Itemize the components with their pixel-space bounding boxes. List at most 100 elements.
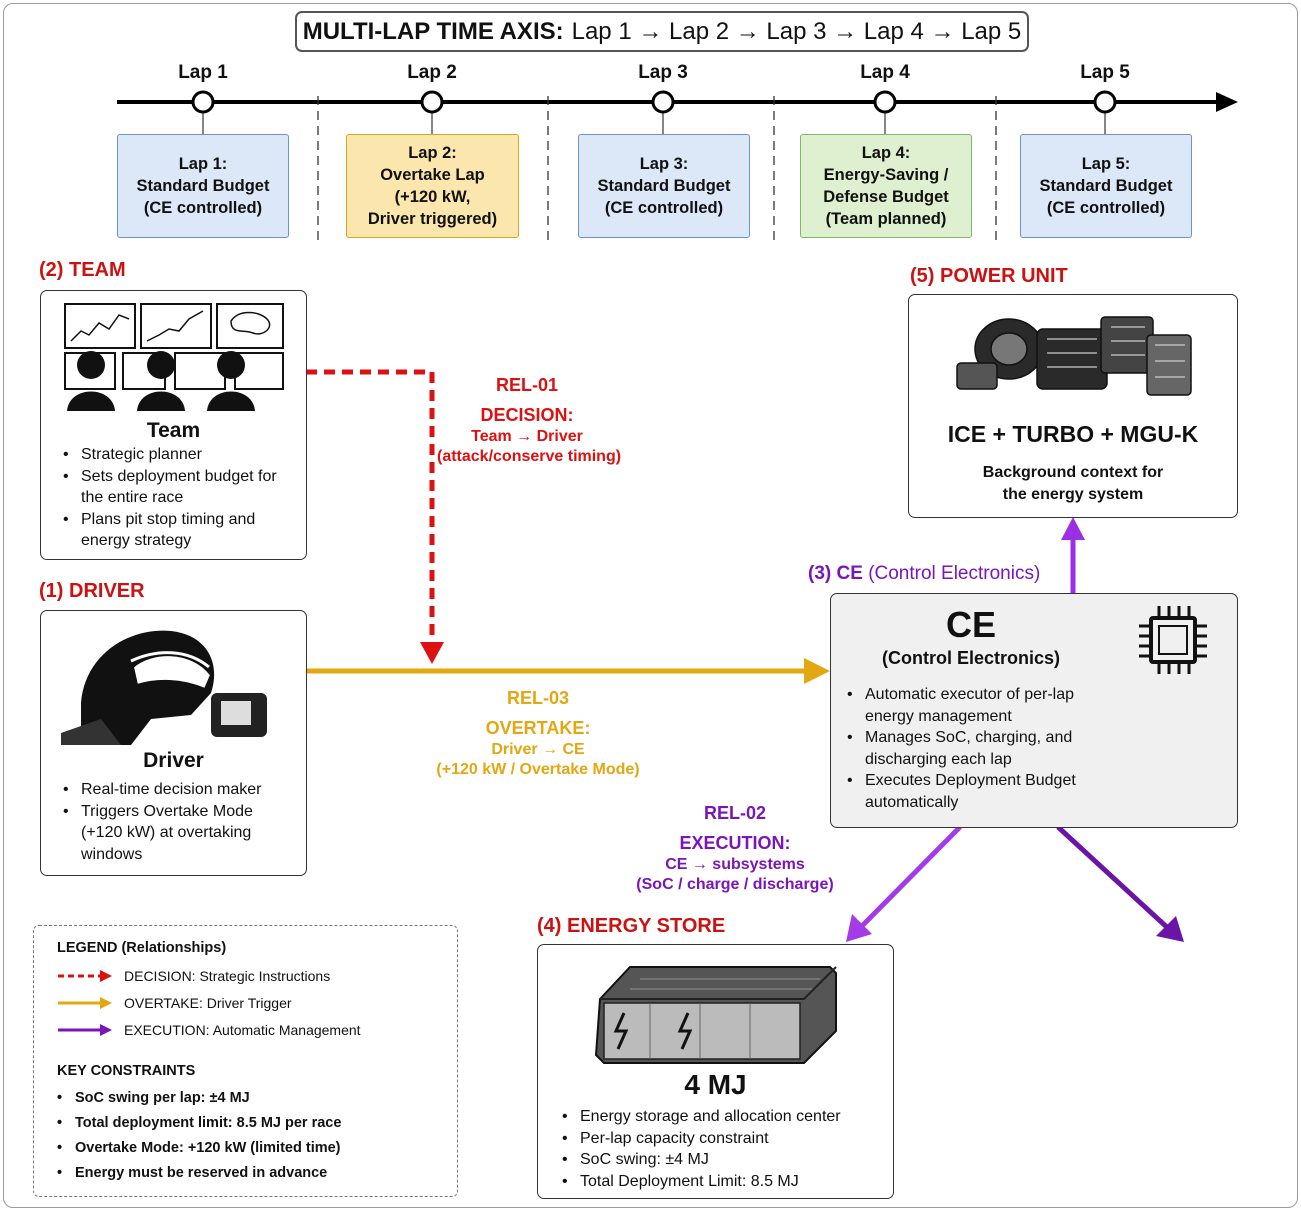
power-unit-section-title: (5) POWER UNIT <box>910 265 1068 287</box>
energy-store-section-title: (4) ENERGY STORE <box>537 915 726 937</box>
lap-label: Lap 3 <box>638 62 688 83</box>
lap-box: Lap 2:Overtake Lap(+120 kW,Driver trigge… <box>346 134 519 238</box>
rel03-arrowhead <box>804 658 830 684</box>
legend-item-bold: OVERTAKE: <box>124 995 203 1011</box>
rel01-arrow <box>306 369 435 645</box>
constraint-item: Overtake Mode: +120 kW (limited time) <box>57 1136 447 1161</box>
timeline-separators <box>317 96 997 240</box>
team-name: Team <box>146 419 201 442</box>
constraint-item: Energy must be reserved in advance <box>57 1161 447 1186</box>
team-bullets: Strategic planner Sets deployment budget… <box>63 444 295 552</box>
legend-item: OVERTAKE: Driver Trigger <box>124 995 292 1011</box>
team-card: Team Strategic planner Sets deployment b… <box>40 290 307 560</box>
energy-store-card: 4 MJ Energy storage and allocation cente… <box>537 944 894 1199</box>
lap-box-line: Energy-Saving / <box>823 166 949 184</box>
energy-store-bullet: Per-lap capacity constraint <box>562 1128 882 1150</box>
lap-label: Lap 2 <box>407 62 457 83</box>
legend-item-text: Driver Trigger <box>202 995 292 1011</box>
power-unit-desc-line: the energy system <box>1002 486 1144 503</box>
engine-illustration <box>956 316 1192 396</box>
rel03-detail: (+120 kW / Overtake Mode) <box>436 761 640 778</box>
ce-subtitle: (Control Electronics) <box>881 648 1060 668</box>
ce-section-sub: (Control Electronics) <box>868 563 1041 584</box>
rel03-flow: Driver → CE <box>491 741 585 758</box>
lap-label: Lap 4 <box>860 62 910 83</box>
ce-to-power-unit-arrowhead <box>1061 517 1085 540</box>
diagram-frame <box>3 3 1298 1208</box>
rel02-id: REL-02 <box>703 803 766 823</box>
lap-box-line: Standard Budget <box>597 177 731 195</box>
legend-title: LEGEND (Relationships) <box>57 940 227 956</box>
ce-bullet: Manages SoC, charging, and discharging e… <box>847 727 1095 770</box>
ce-name: CE <box>945 604 996 645</box>
lap-box-line: (+120 kW, <box>394 188 471 206</box>
ce-to-energy-store-arrowhead <box>846 914 872 942</box>
lap-box: Lap 3: Standard Budget (CE controlled) <box>578 134 750 238</box>
timeline-title-prefix: MULTI-LAP TIME AXIS: <box>302 17 564 45</box>
driver-bullet: Real-time decision maker <box>63 779 295 801</box>
rel01-id: REL-01 <box>495 375 558 395</box>
rel02-label: REL-02 EXECUTION: CE → subsystems (SoC /… <box>625 803 845 894</box>
rel03-type: OVERTAKE: <box>485 718 591 738</box>
ce-card: CE (Control Electronics) Automatic execu… <box>830 593 1238 828</box>
timeline-arrowhead <box>1216 92 1238 112</box>
team-illustration <box>64 303 284 411</box>
team-section-title: (2) TEAM <box>39 259 126 281</box>
lap-box-line: (CE controlled) <box>143 199 263 217</box>
lap-box-line: (CE controlled) <box>1046 199 1166 217</box>
ce-bullets: Automatic executor of per-lap energy man… <box>847 684 1227 813</box>
timeline-title: MULTI-LAP TIME AXIS: Lap 1 → Lap 2 → Lap… <box>295 11 1029 52</box>
ce-section-main: (3) CE <box>808 563 863 584</box>
legend-item-text: Strategic Instructions <box>195 968 331 984</box>
driver-section-title: (1) DRIVER <box>39 580 145 602</box>
battery-illustration <box>594 966 837 1064</box>
team-bullet: Sets deployment budget for the entire ra… <box>63 466 295 509</box>
legend-item-bold: EXECUTION: <box>124 1022 210 1038</box>
legend-item-text: Automatic Management <box>209 1022 361 1038</box>
lap-box-line: Standard Budget <box>1039 177 1173 195</box>
legend-swatches <box>58 970 112 1036</box>
energy-store-bullet: SoC swing: ±4 MJ <box>562 1149 882 1171</box>
driver-bullets: Real-time decision maker Triggers Overta… <box>63 779 295 865</box>
energy-store-bullet: Total Deployment Limit: 8.5 MJ <box>562 1171 882 1193</box>
lap-box-line: Overtake Lap <box>380 166 485 184</box>
constraints-list: SoC swing per lap: ±4 MJ Total deploymen… <box>57 1086 447 1186</box>
ce-bullet: Executes Deployment Budget automatically <box>847 770 1095 813</box>
ce-bullet: Automatic executor of per-lap energy man… <box>847 684 1095 727</box>
lap-box-line: Lap 3: <box>639 155 689 173</box>
energy-store-bullet: Energy storage and allocation center <box>562 1106 882 1128</box>
rel03-id: REL-03 <box>506 688 569 708</box>
lap-box-line: (CE controlled) <box>604 199 724 217</box>
energy-store-name: 4 MJ <box>684 1069 747 1100</box>
team-bullet: Plans pit stop timing and energy strateg… <box>63 509 295 552</box>
driver-name: Driver <box>143 749 204 772</box>
rel03-label: REL-03 OVERTAKE: Driver → CE (+120 kW / … <box>428 688 648 779</box>
lap-marker <box>651 90 675 114</box>
constraint-item: SoC swing per lap: ±4 MJ <box>57 1086 447 1111</box>
ce-to-energy-store-arrow <box>858 825 962 930</box>
rel02-flow: CE → subsystems <box>665 856 805 873</box>
constraint-item: Total deployment limit: 8.5 MJ per race <box>57 1111 447 1136</box>
rel02-detail: (SoC / charge / discharge) <box>636 876 834 893</box>
lap-box-line: Lap 1: <box>178 155 228 173</box>
team-bullet: Strategic planner <box>63 444 295 466</box>
lap-box-line: Driver triggered) <box>367 210 498 228</box>
lap-box-line: (Team planned) <box>825 210 947 228</box>
ce-to-subsystems-arrowhead <box>1156 916 1184 942</box>
rel01-detail: (attack/conserve timing) <box>437 448 622 465</box>
lap-box-line: Standard Budget <box>136 177 270 195</box>
energy-store-bullets: Energy storage and allocation center Per… <box>562 1106 882 1192</box>
rel01-type: DECISION: <box>480 405 574 425</box>
rel02-type: EXECUTION: <box>679 833 791 853</box>
lap-box: Lap 5:Standard Budget(CE controlled) <box>1020 134 1192 238</box>
lap-box: Lap 4:Energy-Saving /Defense Budget(Team… <box>800 134 972 238</box>
lap-box-line: Lap 4: <box>861 144 911 162</box>
power-unit-desc: Background context for the energy system <box>909 462 1237 506</box>
legend-item: DECISION: Strategic Instructions <box>124 968 330 984</box>
constraints-title: KEY CONSTRAINTS <box>57 1063 196 1079</box>
rel01-arrowhead <box>420 642 444 664</box>
lap-marker <box>191 90 215 114</box>
rel01-flow: Team → Driver <box>471 428 583 445</box>
legend-item: EXECUTION: Automatic Management <box>124 1022 361 1038</box>
